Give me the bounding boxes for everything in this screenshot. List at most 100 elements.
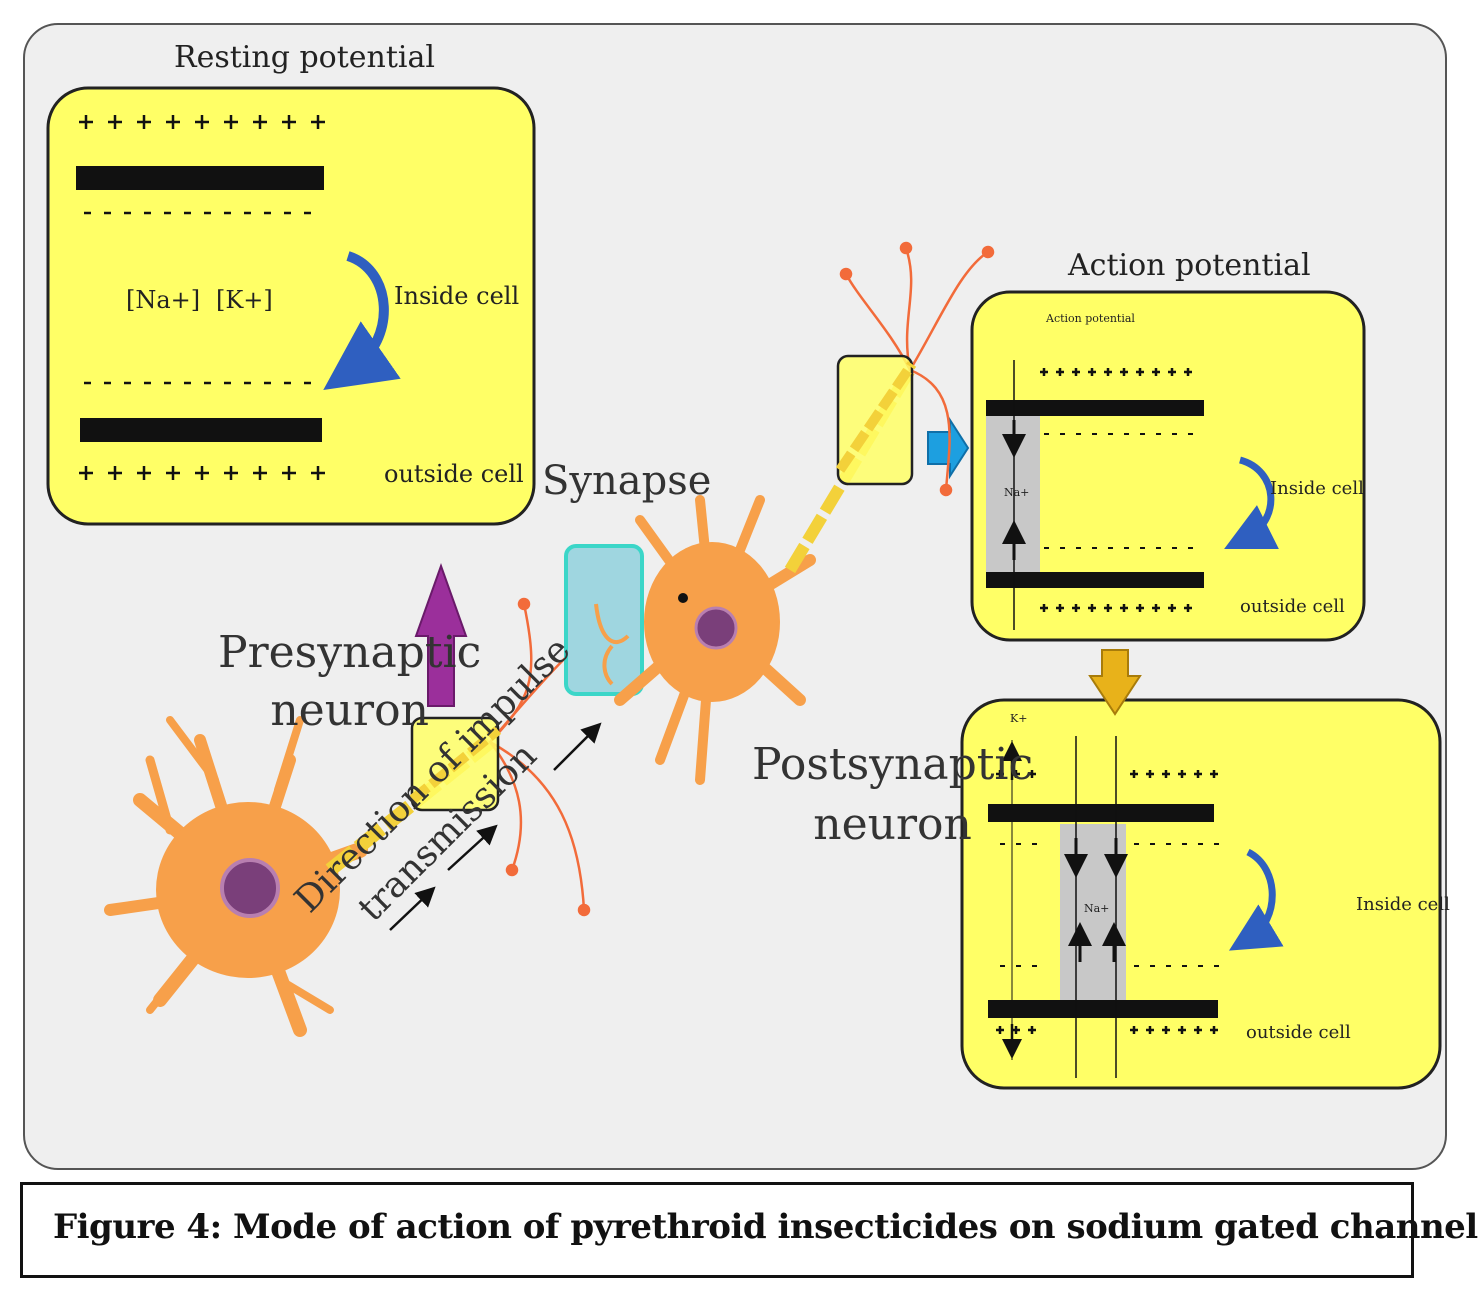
plus-charge-icon [311,466,325,480]
plus-charge-icon [1130,770,1138,778]
postsynaptic-neuron-label: Postsynaptic neuron [752,739,1034,851]
curved-arrow-icon [1224,456,1279,549]
charge-dots [996,770,1219,1034]
inside-cell-label: Inside cell [1270,478,1364,499]
k-label: [K+] [216,286,273,314]
plus-charge-icon [1120,604,1128,612]
direction-arrow-icon [553,722,602,771]
nucleus [220,858,280,918]
plus-charge-icon [166,115,180,129]
down-arrow-icon [1088,649,1142,716]
presynaptic-neuron-label: Presynaptic neuron [218,627,482,737]
k-label: K+ [1010,712,1028,725]
outside-cell-label: outside cell [384,460,524,488]
plus-charge-icon [108,466,122,480]
inside-cell-label: Inside cell [1356,894,1450,915]
plus-charge-icon [1136,368,1144,376]
plus-charge-icon [1088,604,1096,612]
caption-box: Figure 4: Mode of action of pyrethroid i… [20,1182,1478,1278]
plus-charge-icon [137,466,151,480]
plus-charge-icon [1168,604,1176,612]
plus-charge-icon [1210,1026,1218,1034]
plus-charge-icon [1104,604,1112,612]
plus-charge-icon [282,115,296,129]
plus-charge-icon [1194,1026,1202,1034]
plus-charge-icon [1162,1026,1170,1034]
plus-charge-icon [1028,770,1036,778]
membrane-bar-bottom [986,572,1204,588]
up-arrow-icon [414,563,468,707]
direction-arrow-icon [389,886,436,931]
plus-charge-icon [1104,368,1112,376]
plus-charge-icon [1136,604,1144,612]
membrane-bar-top [988,804,1214,822]
curved-arrow-icon [1229,848,1284,951]
plus-charge-icon [1152,604,1160,612]
plus-charge-icon [1130,1026,1138,1034]
action-potential-title: Action potential [1068,248,1311,283]
plus-charge-icon [1040,368,1048,376]
plus-charge-icon [996,1026,1004,1034]
plus-charge-icon [79,466,93,480]
plus-charge-icon [253,466,267,480]
figure-caption: Figure 4: Mode of action of pyrethroid i… [53,1207,1478,1247]
plus-charge-icon [1056,368,1064,376]
membrane-bar-bottom [988,1000,1218,1018]
depolarization-panel [960,698,1442,1090]
diagram: Resting potential [Na+] [K+] Inside cell… [23,23,1450,1170]
na-label: [Na+] [126,286,201,314]
plus-charge-icon [311,115,325,129]
channel-label: Na+ [1004,486,1030,499]
plus-charges-top [79,115,325,129]
resting-potential-panel [46,86,536,526]
resting-potential-title: Resting potential [174,40,435,75]
plus-charge-icon [1152,368,1160,376]
outside-cell-label: outside cell [1240,596,1345,617]
plus-charge-icon [1120,368,1128,376]
membrane-bar-bottom [80,418,322,442]
plus-charge-icon [1028,1026,1036,1034]
postsynaptic-neuron [614,241,995,785]
plus-charge-icon [1168,368,1176,376]
plus-charge-icon [108,115,122,129]
plus-charge-icon [282,466,296,480]
plus-charge-icon [195,466,209,480]
direction-arrow-icon [447,824,498,871]
plus-charge-icon [996,770,1004,778]
plus-charges-bottom [79,466,325,480]
inside-cell-label: Inside cell [394,282,520,310]
action-potential-panel [970,290,1366,642]
plus-charge-icon [1194,770,1202,778]
membrane-bar-top [76,166,324,190]
plus-charge-icon [224,466,238,480]
membrane-bar-top [986,400,1204,416]
plus-charge-icon [1178,1026,1186,1034]
plus-charge-icon [1012,1026,1020,1034]
plus-charge-icon [195,115,209,129]
plus-charge-icon [1088,368,1096,376]
plus-charge-icon [1178,770,1186,778]
plus-charge-icon [1072,368,1080,376]
plus-charge-icon [1184,368,1192,376]
plus-charge-icon [166,466,180,480]
plus-charge-icon [1012,770,1020,778]
curved-arrow-icon [323,251,401,391]
plus-charge-icon [1210,770,1218,778]
plus-charge-icon [1184,604,1192,612]
plus-charge-icon [79,115,93,129]
plus-charge-icon [1056,604,1064,612]
plus-charge-icon [1072,604,1080,612]
synapse-box [564,544,644,696]
plus-charge-icon [1146,770,1154,778]
synapse-label: Synapse [542,458,712,504]
outside-cell-label: outside cell [1246,1022,1351,1043]
plus-charge-icon [137,115,151,129]
nucleus [694,606,738,650]
plus-charge-icon [1162,770,1170,778]
action-potential-subtitle: Action potential [1046,312,1135,325]
plus-charge-icon [1040,604,1048,612]
channel-label: Na+ [1084,902,1110,915]
plus-charge-icon [253,115,267,129]
charge-dots [1040,368,1193,612]
plus-charge-icon [224,115,238,129]
